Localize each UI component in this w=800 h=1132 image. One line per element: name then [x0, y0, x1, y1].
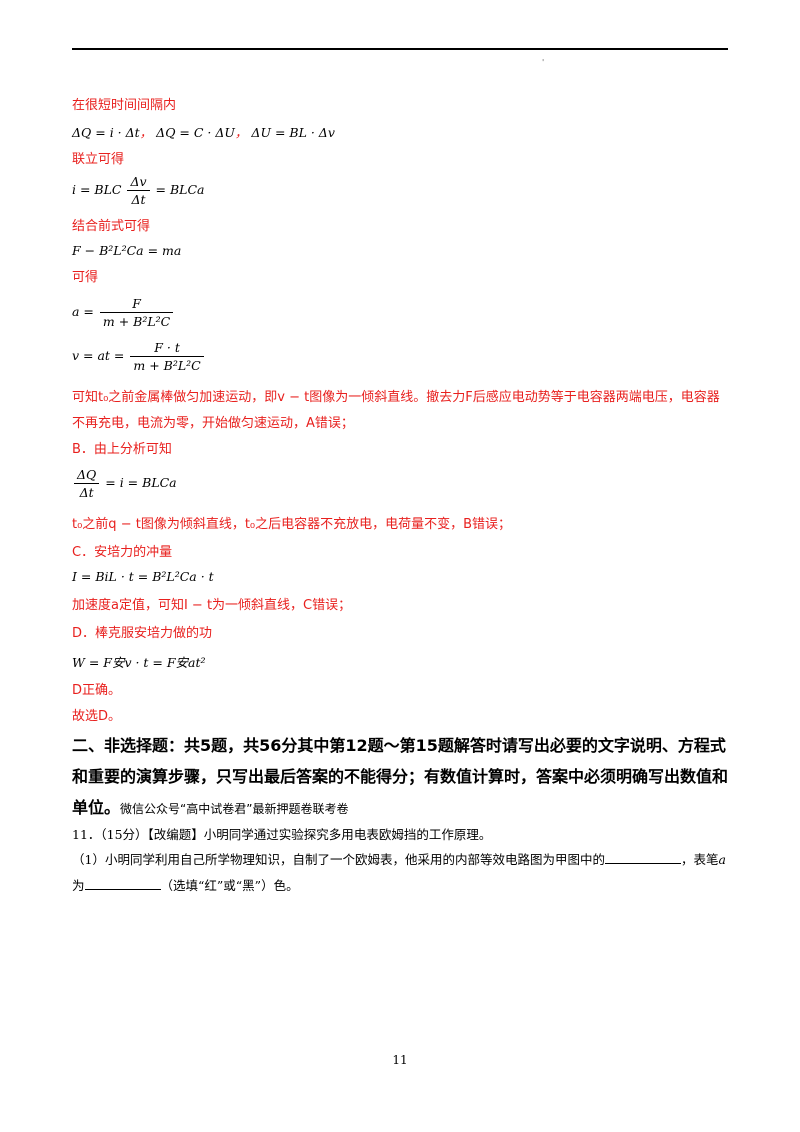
solution-line-1: 在很短时间间隔内 — [72, 98, 177, 113]
section-heading: 二、非选择题：共5题，共56分其中第12题～第15题解答时请写出必要的文字说明、… — [72, 730, 732, 825]
solution-line-2: 联立可得 — [72, 152, 125, 167]
equation-newton: F − B²L²Ca = ma — [72, 243, 182, 258]
solution-line-3: 结合前式可得 — [72, 219, 151, 234]
option-b-analysis: t₀之前q − t图像为倾斜直线，t₀之后电容器不充放电，电荷量不变，B错误； — [72, 517, 512, 532]
section-title: 二、非选择题：共5题，共56分其中第12题～第15题解答时请写出必要的文字说明、… — [72, 736, 729, 817]
option-c-analysis: 加速度a定值，可知I − t为一倾斜直线，C错误； — [72, 598, 352, 613]
question-11-part-1: （1）小明同学利用自己所学物理知识，自制了一个欧姆表，他采用的内部等效电路图为甲… — [72, 847, 728, 899]
option-d-heading: D．棒克服安培力做的功 — [72, 626, 213, 641]
equation-impulse: I = BiL · t = B²L²Ca · t — [72, 569, 214, 584]
equation-work: W = F安v · t = F安at² — [72, 655, 206, 670]
page-number: 11 — [392, 1053, 408, 1067]
eq-dq-i: ΔQ = i · Δt — [72, 125, 140, 140]
question-11-heading: 11．（15分）【改编题】小明同学通过实验探究多用电表欧姆挡的工作原理。 — [72, 827, 492, 842]
answer-blank-color[interactable] — [84, 875, 161, 890]
option-c-heading: C．安培力的冲量 — [72, 545, 173, 560]
header-mark: ' — [542, 58, 545, 67]
section-note: 微信公众号“高中试卷君”最新押题卷联考卷 — [120, 802, 349, 816]
option-d-analysis: D正确。 — [72, 683, 122, 698]
option-a-analysis: 可知t₀之前金属棒做匀加速运动，即v − t图像为一倾斜直线。撤去力F后感应电动… — [72, 390, 720, 431]
answer-blank-circuit[interactable] — [604, 849, 681, 864]
eq-du-bl: ΔU = BL · Δv — [251, 125, 335, 140]
equation-charge-relations: ΔQ = i · Δt， ΔQ = C · ΔU， ΔU = BL · Δv — [72, 125, 335, 140]
option-b-heading: B．由上分析可知 — [72, 442, 172, 457]
header-rule — [72, 48, 728, 50]
final-answer: 故选D。 — [72, 709, 122, 724]
solution-line-4: 可得 — [72, 270, 99, 285]
eq-dq-c: ΔQ = C · ΔU — [156, 125, 235, 140]
